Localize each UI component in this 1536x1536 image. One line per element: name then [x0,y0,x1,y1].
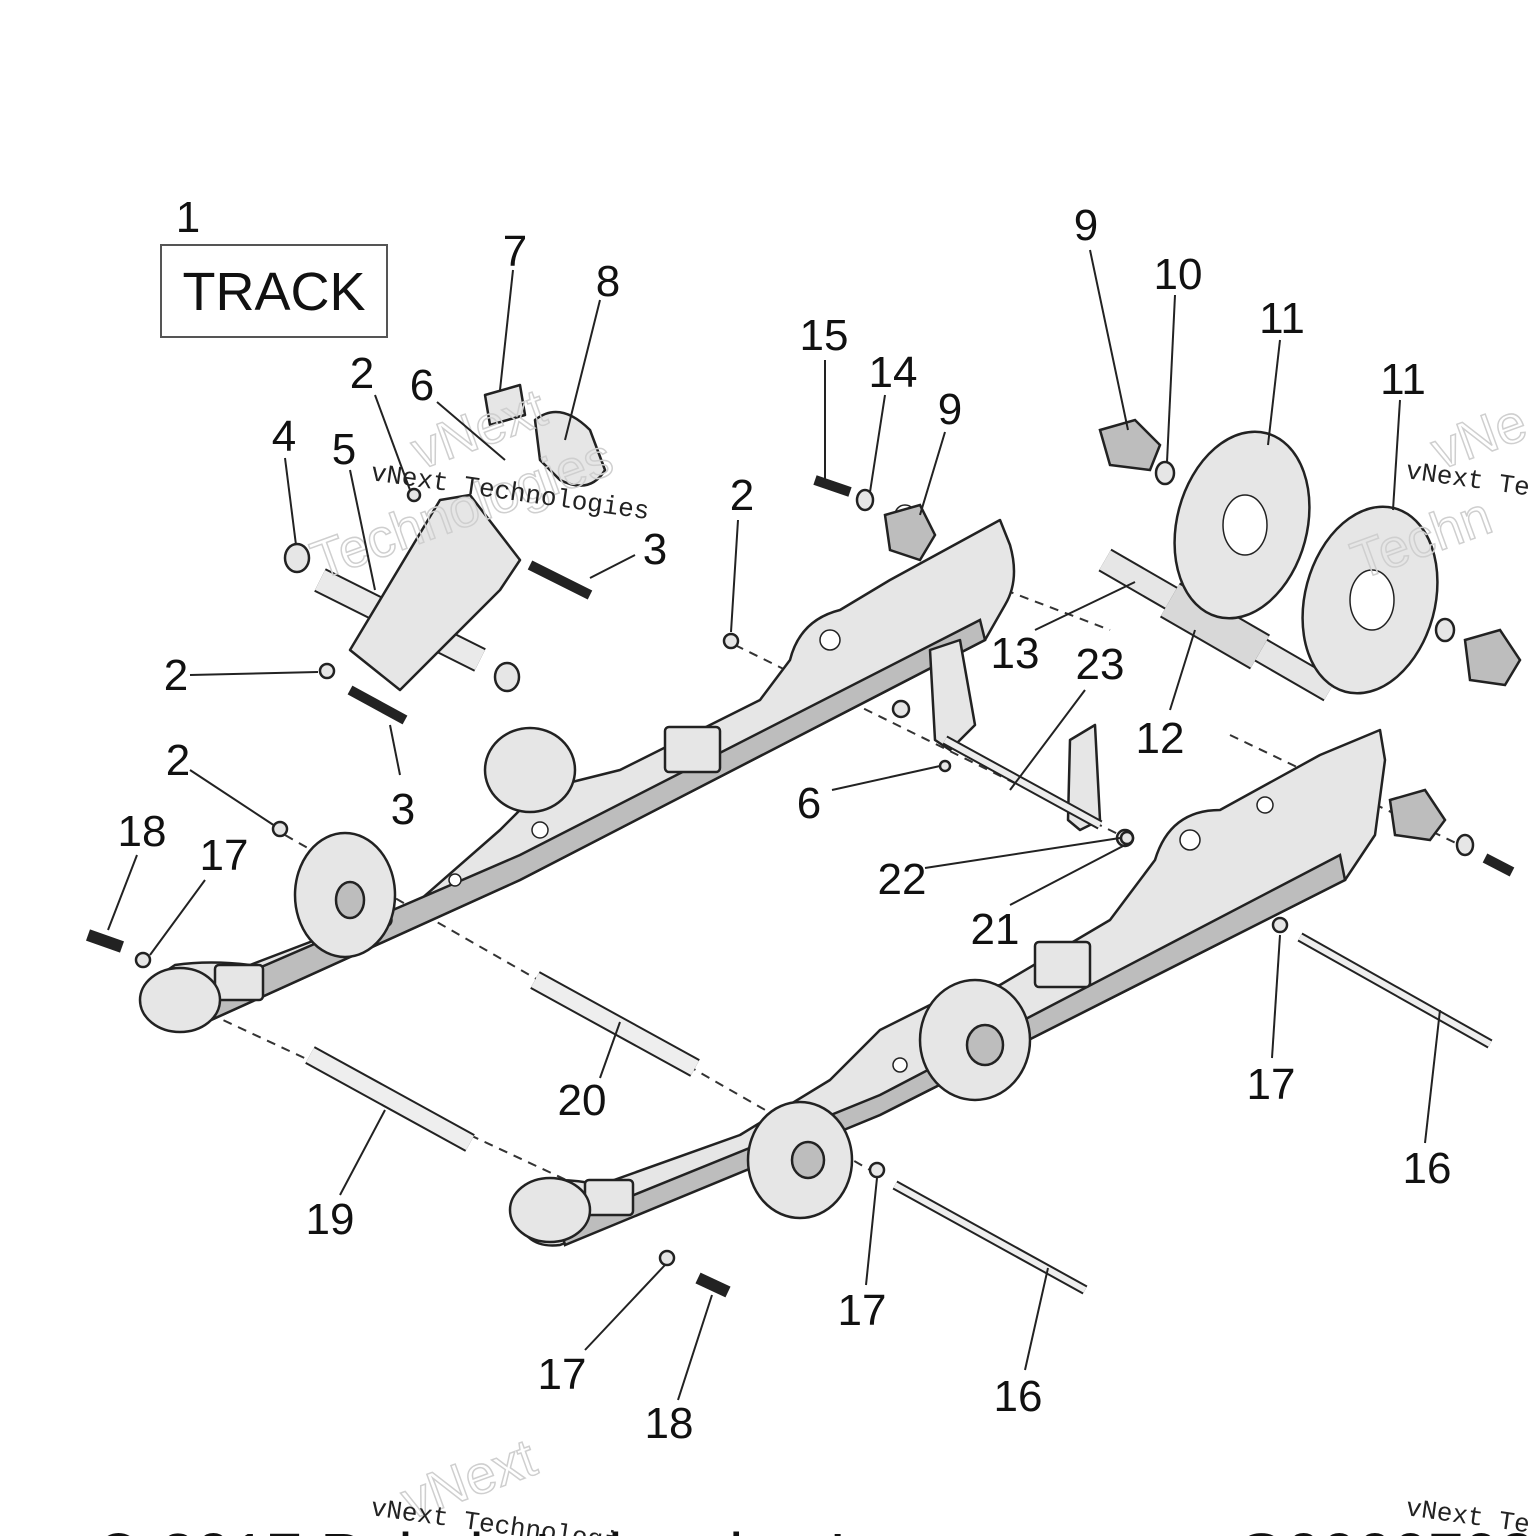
callout-label: 4 [272,412,296,461]
callout-label: 6 [797,779,821,828]
callout-label: 18 [118,807,167,856]
callout-label: 16 [994,1372,1043,1421]
callout-label: 18 [645,1399,694,1448]
leader-lines [107,249,1441,1401]
callout-label: 3 [643,525,667,574]
callout-label: 11 [1380,355,1426,404]
callout-label: 15 [800,311,849,360]
callout-label: 14 [869,348,918,397]
figure-code: G0000793 [1236,1520,1535,1536]
callout-label: 2 [164,651,188,700]
torque-arm-assembly [928,638,1135,848]
callout-label: 11 [1259,294,1305,343]
watermark-big-right: vNe [1424,392,1535,481]
callout-label: 8 [596,257,620,306]
callout-label: 23 [1076,640,1125,689]
callout-label: 13 [991,629,1040,678]
left-rail [143,504,1016,1027]
callout-label: 16 [1403,1144,1452,1193]
front-arm-assembly [271,383,607,838]
track-box: 1 TRACK [160,193,388,338]
callouts: 2 6 7 8 4 5 3 2 3 2 18 17 2 15 14 9 9 10… [118,201,1452,1448]
callout-label: 22 [878,855,927,904]
rear-axle-assembly [722,418,1522,877]
callout-label: 5 [332,425,356,474]
callout-label: 9 [1074,201,1098,250]
callout-label: 21 [971,905,1020,954]
callout-label: 17 [1247,1060,1296,1109]
callout-label: 9 [938,385,962,434]
callout-label: 2 [166,736,190,785]
callout-1: 1 [176,193,200,242]
right-idler-wheels [508,978,1032,1244]
callout-label: 19 [306,1195,355,1244]
callout-label: 20 [558,1076,607,1125]
footer: © 2017 Polaris Industries Inc. G0000793 [95,1520,1535,1536]
callout-label: 17 [538,1350,587,1399]
callout-label: 6 [410,361,434,410]
callout-label: 17 [200,831,249,880]
callout-label: 3 [391,785,415,834]
callout-label: 17 [838,1286,887,1335]
callout-label: 12 [1136,714,1185,763]
copyright-text: © 2017 Polaris Industries Inc. [95,1520,932,1536]
shafts-and-bolts [86,830,1493,1298]
callout-label: 2 [730,471,754,520]
track-label: TRACK [182,262,365,322]
callout-label: 7 [503,227,527,276]
callout-label: 10 [1154,250,1203,299]
left-idler-wheels [138,726,577,1034]
callout-label: 2 [350,349,374,398]
slide-block [213,725,722,1002]
